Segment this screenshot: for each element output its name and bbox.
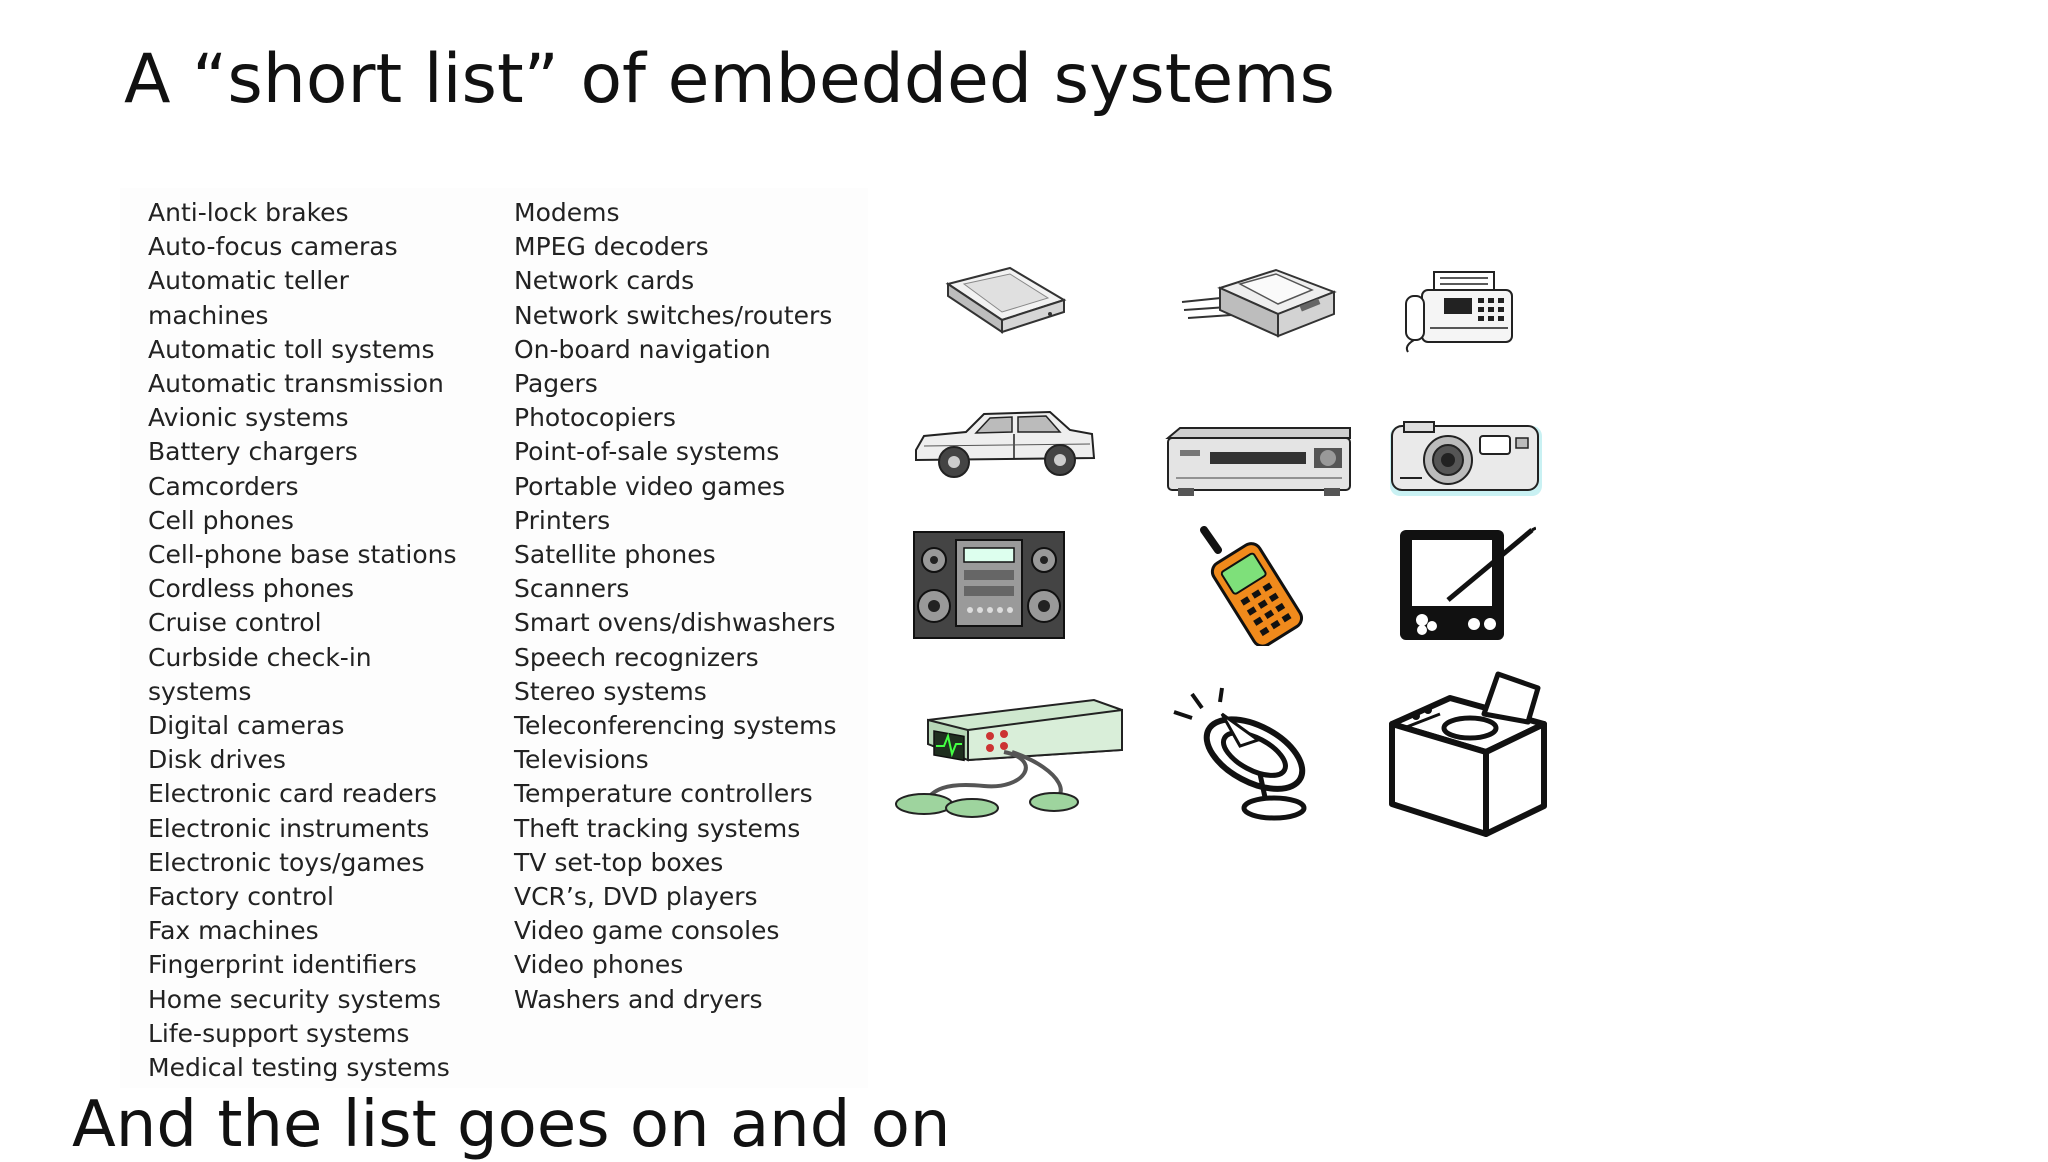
list-item: Battery chargers [148, 437, 358, 467]
list-item: Electronic card readers [148, 779, 437, 809]
fax-machine-icon [1405, 271, 1513, 353]
list-item: Electronic instruments [148, 813, 430, 843]
list-item: TV set-top boxes [514, 847, 724, 877]
list-item: Automatic toll systems [148, 334, 435, 364]
stereo-icon [913, 531, 1065, 639]
list-item: Satellite phones [514, 540, 716, 570]
list-item: Pagers [514, 369, 598, 399]
list-item: Televisions [514, 745, 649, 775]
list-item: Disk drives [148, 745, 286, 775]
list-item: Automatic teller [148, 266, 349, 296]
list-item: MPEG decoders [514, 232, 709, 262]
list-item: systems [148, 676, 252, 706]
list-item: Fingerprint identifiers [148, 950, 417, 980]
list-item: Speech recognizers [514, 642, 759, 672]
list-item: Teleconferencing systems [514, 711, 837, 741]
scanner-icon [945, 266, 1067, 334]
list-item: Cell phones [148, 505, 294, 535]
list-item: Factory control [148, 882, 334, 912]
list-item: Washers and dryers [514, 984, 763, 1014]
printer-icon [1181, 268, 1337, 338]
list-item: On-board navigation [514, 334, 771, 364]
list-item: Anti-lock brakes [148, 198, 349, 227]
list-item: Video game consoles [514, 916, 780, 946]
list-item: Curbside check-in [148, 642, 372, 672]
list-item: Scanners [514, 574, 630, 604]
list-item: Electronic toys/games [148, 847, 425, 877]
list-item: Portable video games [514, 471, 786, 501]
list-item: Automatic transmission [148, 369, 444, 399]
list-item: Cruise control [148, 608, 322, 638]
list-panel [120, 188, 868, 1088]
list-item: Printers [514, 505, 611, 535]
list-item: Point-of-sale systems [514, 437, 780, 467]
cell-phone-icon [1200, 526, 1304, 646]
list-item: Network cards [514, 266, 695, 296]
car-icon [915, 410, 1096, 478]
list-item: machines [148, 300, 269, 330]
list-item: Cordless phones [148, 574, 355, 604]
list-item: Network switches/routers [514, 300, 833, 330]
list-item: VCR’s, DVD players [514, 882, 758, 912]
footer-text: And the list goes on and on [72, 1088, 951, 1162]
list-item: Digital cameras [148, 711, 345, 741]
list-item: Auto-focus cameras [148, 232, 398, 262]
medical-monitor-icon [895, 698, 1123, 818]
list-item: Theft tracking systems [514, 813, 801, 843]
list-item: Temperature controllers [514, 779, 813, 809]
list-item: Photocopiers [514, 403, 676, 433]
slide-title: A “short list” of embedded systems [124, 40, 1335, 119]
washing-machine-icon [1389, 671, 1547, 837]
list-item: Stereo systems [514, 676, 707, 706]
list-item: Modems [514, 198, 620, 227]
list-item: Cell-phone base stations [148, 540, 457, 570]
list-item: Fax machines [148, 916, 319, 946]
vcr-icon [1165, 427, 1351, 496]
list-item: Camcorders [148, 471, 299, 501]
list-item: Medical testing systems [148, 1053, 450, 1083]
satellite-dish-icon [1173, 687, 1307, 821]
list-item: Smart ovens/dishwashers [514, 608, 836, 638]
list-item: Life-support systems [148, 1018, 410, 1048]
camera-icon [1390, 421, 1542, 496]
pda-icon [1400, 526, 1536, 640]
list-item: Home security systems [148, 984, 441, 1014]
list-item: Video phones [514, 950, 684, 980]
list-item: Avionic systems [148, 403, 349, 433]
